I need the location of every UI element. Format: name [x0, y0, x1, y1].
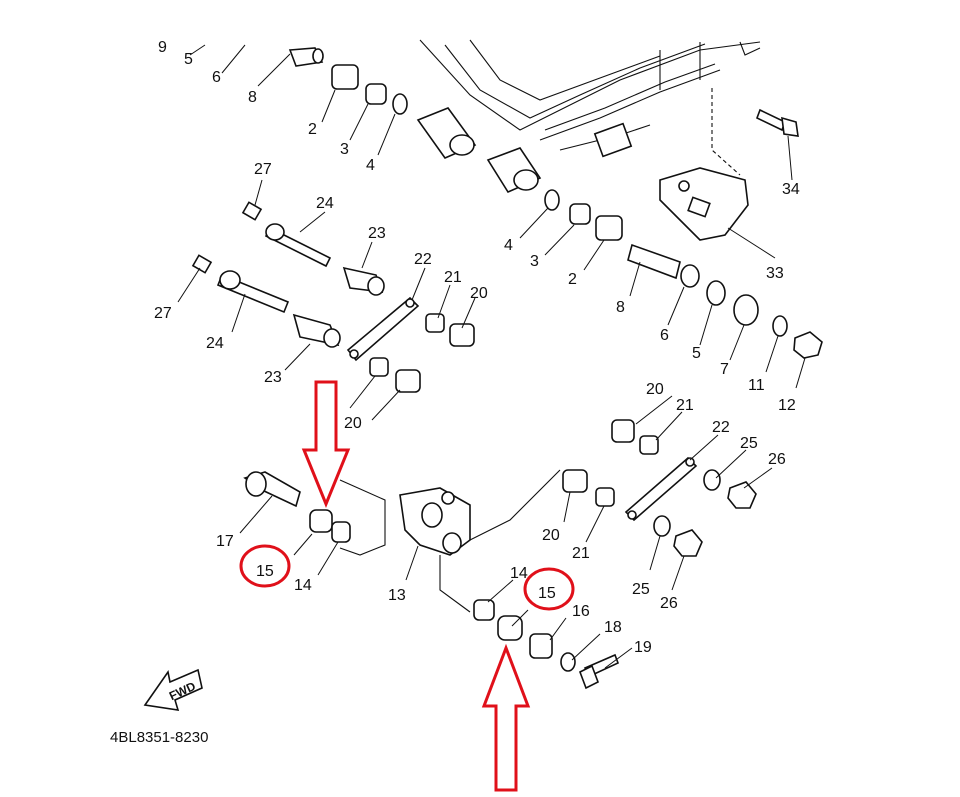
callout-14: 14 — [510, 565, 528, 582]
callout-21: 21 — [572, 545, 590, 562]
right-pivot-hardware — [544, 189, 823, 359]
callout-22: 22 — [712, 419, 730, 436]
callout-15: 15 — [256, 563, 274, 580]
callout-20: 20 — [646, 381, 664, 398]
callout-4: 4 — [504, 237, 513, 254]
callout-5: 5 — [184, 51, 193, 68]
callout-19: 19 — [634, 639, 652, 656]
callout-23: 23 — [264, 369, 282, 386]
callout-8: 8 — [616, 299, 625, 316]
callout-34: 34 — [782, 181, 800, 198]
callout-13: 13 — [388, 587, 406, 604]
leader-lines — [177, 44, 806, 669]
forward-direction-icon: FWD — [143, 668, 203, 711]
lower-relay-hardware — [473, 599, 620, 690]
callout-20: 20 — [344, 415, 362, 432]
callout-20: 20 — [470, 285, 488, 302]
callout-18: 18 — [604, 619, 622, 636]
callout-3: 3 — [340, 141, 349, 158]
callout-20: 20 — [542, 527, 560, 544]
callout-2: 2 — [308, 121, 317, 138]
red-arrow-down-icon — [301, 380, 351, 508]
link-plate-upper — [346, 296, 475, 393]
callout-15: 15 — [538, 585, 556, 602]
callout-4: 4 — [366, 157, 375, 174]
callout-21: 21 — [444, 269, 462, 286]
highlight-circle-15-left — [239, 544, 291, 588]
callout-26: 26 — [768, 451, 786, 468]
callout-16: 16 — [572, 603, 590, 620]
callout-24: 24 — [316, 195, 334, 212]
callout-labels: 9 5 6 8 2 3 4 27 24 23 27 24 23 22 21 20… — [154, 39, 800, 656]
callout-2: 2 — [568, 271, 577, 288]
callout-27: 27 — [154, 305, 172, 322]
callout-3: 3 — [530, 253, 539, 270]
link-plate-lower — [562, 419, 757, 557]
upper-link-bolts — [191, 201, 385, 348]
callout-8: 8 — [248, 89, 257, 106]
callout-17: 17 — [216, 533, 234, 550]
callout-14: 14 — [294, 577, 312, 594]
callout-25: 25 — [740, 435, 758, 452]
callout-21: 21 — [676, 397, 694, 414]
callout-12: 12 — [778, 397, 796, 414]
callout-23: 23 — [368, 225, 386, 242]
callout-24: 24 — [206, 335, 224, 352]
callout-33: 33 — [766, 265, 784, 282]
callout-7: 7 — [720, 361, 729, 378]
relay-arm-13 — [243, 469, 561, 613]
callout-22: 22 — [414, 251, 432, 268]
callout-9: 9 — [158, 39, 167, 56]
upper-left-hardware — [288, 47, 408, 115]
swingarm-pivot-bushings — [416, 107, 542, 194]
diagram-code: 4BL8351-8230 — [110, 729, 208, 746]
highlight-circle-15-right — [523, 567, 575, 611]
callout-11: 11 — [748, 377, 765, 394]
swingarm-frame — [419, 39, 761, 158]
callout-6: 6 — [212, 69, 221, 86]
callout-27: 27 — [254, 161, 272, 178]
callout-26: 26 — [660, 595, 678, 612]
bracket-33 — [659, 88, 799, 241]
red-arrow-up-icon — [481, 643, 531, 792]
callout-25: 25 — [632, 581, 650, 598]
callout-5: 5 — [692, 345, 701, 362]
callout-6: 6 — [660, 327, 669, 344]
